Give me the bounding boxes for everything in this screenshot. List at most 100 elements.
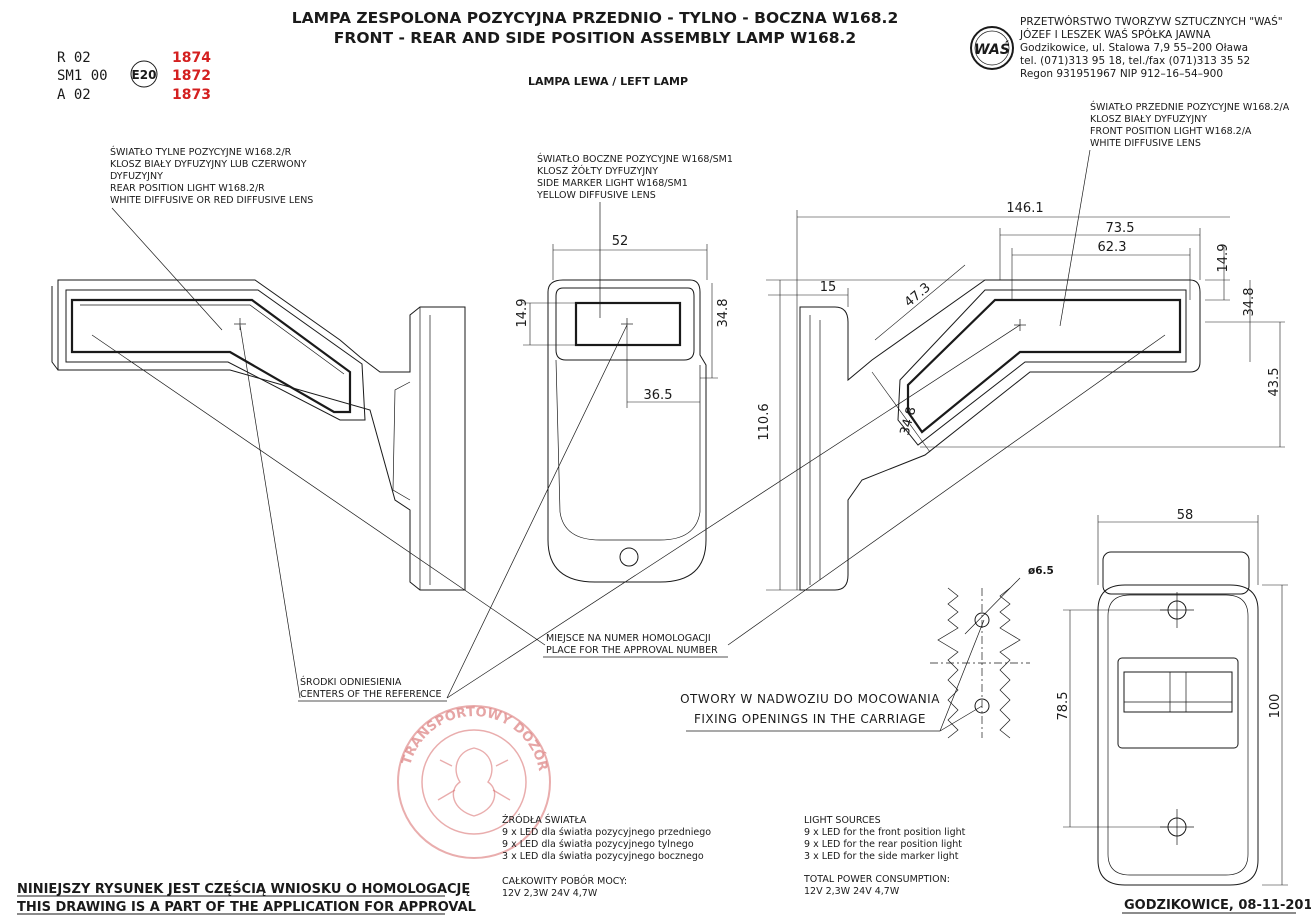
note-line: MIEJSCE NA NUMER HOMOLOGACJI: [546, 633, 711, 644]
company-block: WAŚ PRZETWÓRSTWO TWORZYW SZTUCZNYCH "WAŚ…: [970, 15, 1283, 80]
mount-center-detail: [1124, 672, 1232, 712]
dim-label: 15: [820, 280, 837, 295]
footer-place-date: GODZIKOWICE, 08-11-2017: [1124, 898, 1311, 913]
mounting-view-dimensions: 58 78.5 100: [1056, 508, 1288, 886]
footer-english: THIS DRAWING IS A PART OF THE APPLICATIO…: [17, 900, 476, 915]
note-line: ŚWIATŁO TYLNE POZYCYJNE W168.2/R: [110, 146, 292, 158]
note-fixing-openings: OTWORY W NADWOZIU DO MOCOWANIA FIXING OP…: [680, 692, 940, 732]
dim-label: 47.3: [902, 280, 934, 310]
sources-line: 3 x LED dla światła pozycyjnego bocznego: [502, 851, 704, 862]
dim-line: [871, 371, 931, 453]
power-value: 12V 2,3W 24V 4,7W: [502, 888, 598, 899]
front-lens-frame: [897, 289, 1187, 446]
company-line: Godzikowice, ul. Stalowa 7,9 55–200 Oław…: [1020, 42, 1248, 54]
leader-line: [239, 324, 301, 699]
leader-line: [727, 334, 1166, 646]
mount-plate-outline: [1097, 584, 1259, 886]
dim-label: 100: [1268, 694, 1283, 719]
note-line: ŚWIATŁO BOCZNE POZYCYJNE W168/SM1: [537, 153, 733, 165]
sources-line: 9 x LED for the front position light: [804, 827, 966, 838]
dim-label: 146.1: [1006, 201, 1043, 216]
side-marker-lens: [574, 301, 682, 347]
dim-line: [874, 264, 966, 341]
dim-label: 78.5: [1056, 692, 1071, 721]
approval-code: A 02: [57, 87, 91, 103]
lamp-body-edge: [51, 286, 59, 371]
approval-code: SM1 00: [57, 68, 108, 84]
lamp-side-subtitle: LAMPA LEWA / LEFT LAMP: [528, 75, 688, 88]
note-line: CENTERS OF THE REFERENCE: [300, 689, 442, 700]
approval-number: 1874: [172, 50, 211, 66]
note-line: YELLOW DIFFUSIVE LENS: [536, 190, 656, 201]
note-line: KLOSZ BIAŁY DYFUZYJNY LUB CZERWONY: [110, 159, 307, 170]
mount-center-block: [1117, 657, 1239, 749]
dim-label: 52: [612, 234, 629, 249]
footer: NINIEJSZY RYSUNEK JEST CZĘŚCIĄ WNIOSKU O…: [17, 881, 1311, 915]
note-line: WHITE DIFFUSIVE OR RED DIFFUSIVE LENS: [110, 195, 313, 206]
approval-number: 1872: [172, 68, 211, 84]
company-logo-text: WAŚ: [974, 40, 1010, 58]
company-line: tel. (071)313 95 18, tel./fax (071)313 3…: [1020, 55, 1250, 67]
dim-label: 36.5: [644, 388, 673, 403]
sources-line: 3 x LED for the side marker light: [804, 851, 959, 862]
e-mark-circle-icon: [130, 60, 158, 88]
dim-label: 34.8: [898, 405, 920, 437]
dim-label: 34.8: [1242, 288, 1257, 317]
approval-number: 1873: [172, 87, 211, 103]
leader-line: [939, 619, 985, 732]
company-logo-inner-ring: [974, 30, 1010, 66]
dim-label: 110.6: [757, 403, 772, 440]
dim-label: 14.9: [515, 299, 530, 328]
sources-heading: LIGHT SOURCES: [804, 815, 881, 826]
dim-label: 58: [1177, 508, 1194, 523]
dim-label: 62.3: [1098, 240, 1127, 255]
stamp-outer-ring: [397, 705, 551, 859]
company-line: PRZETWÓRSTWO TWORZYW SZTUCZNYCH "WAŚ": [1020, 15, 1283, 28]
approval-number-place-icon: [619, 547, 639, 567]
break-line: [937, 587, 959, 739]
note-side-light: ŚWIATŁO BOCZNE POZYCYJNE W168/SM1 KLOSZ …: [536, 153, 733, 201]
note-line: KLOSZ BIAŁY DYFUZYJNY: [1090, 114, 1207, 125]
company-logo-icon: [970, 26, 1014, 70]
front-view-dimensions: 146.1 73.5 62.3 15 47.3 14.9 34.8 43.5 3…: [757, 201, 1285, 591]
note-line: SIDE MARKER LIGHT W168/SM1: [537, 178, 688, 189]
side-lens-frame: [555, 287, 695, 361]
mounting-view-drawing: [1097, 551, 1259, 886]
sources-heading: ŹRÓDŁA ŚWIATŁA: [502, 814, 587, 826]
power-value: 12V 2,3W 24V 4,7W: [804, 886, 900, 897]
power-heading: TOTAL POWER CONSUMPTION:: [803, 874, 950, 885]
footer-polish: NINIEJSZY RYSUNEK JEST CZĘŚCIĄ WNIOSKU O…: [17, 881, 470, 897]
approval-code: R 02: [57, 50, 91, 66]
front-mount-plate: [809, 315, 821, 585]
power-heading: CAŁKOWITY POBÓR MOCY:: [502, 875, 627, 887]
side-view-drawing: [547, 279, 707, 583]
stamp-inner-ring: [421, 729, 527, 835]
leader-line: [91, 334, 546, 646]
note-line: FIXING OPENINGS IN THE CARRIAGE: [694, 712, 926, 726]
title-english: FRONT - REAR AND SIDE POSITION ASSEMBLY …: [334, 29, 856, 47]
note-line: ŚRODKI ODNIESIENIA: [300, 676, 402, 688]
fixing-holes-detail: ø6.5: [930, 565, 1054, 739]
rear-lens: [70, 298, 352, 414]
company-line: Regon 931951967 NIP 912–16–54–900: [1020, 68, 1223, 80]
dim-label: 43.5: [1267, 368, 1282, 397]
title-polish: LAMPA ZESPOLONA POZYCYJNA PRZEDNIO - TYL…: [292, 9, 898, 27]
note-background: [543, 628, 728, 658]
light-sources-english: LIGHT SOURCES 9 x LED for the front posi…: [803, 815, 966, 897]
note-front-light: ŚWIATŁO PRZEDNIE POZYCYJNE W168.2/A KLOS…: [1090, 101, 1290, 149]
rear-lens-frame: [65, 289, 366, 421]
eagle-emblem-icon: [452, 747, 496, 817]
leader-line: [1059, 149, 1091, 327]
side-view-dimensions: 52 14.9 34.8 36.5: [515, 234, 731, 408]
leader-line: [446, 324, 628, 699]
eagle-emblem-wings: [437, 759, 511, 801]
light-sources-polish: ŹRÓDŁA ŚWIATŁA 9 x LED dla światła pozyc…: [502, 814, 711, 899]
approval-codes: R 02 SM1 00 A 02 1874 1872 1873 E20: [57, 50, 211, 103]
sources-line: 9 x LED for the rear position light: [804, 839, 962, 850]
dim-label: 73.5: [1106, 221, 1135, 236]
front-body-outline: [799, 279, 1201, 591]
leader-line: [111, 207, 223, 331]
sources-line: 9 x LED dla światła pozycyjnego tylnego: [502, 839, 694, 850]
note-line: WHITE DIFFUSIVE LENS: [1090, 138, 1201, 149]
